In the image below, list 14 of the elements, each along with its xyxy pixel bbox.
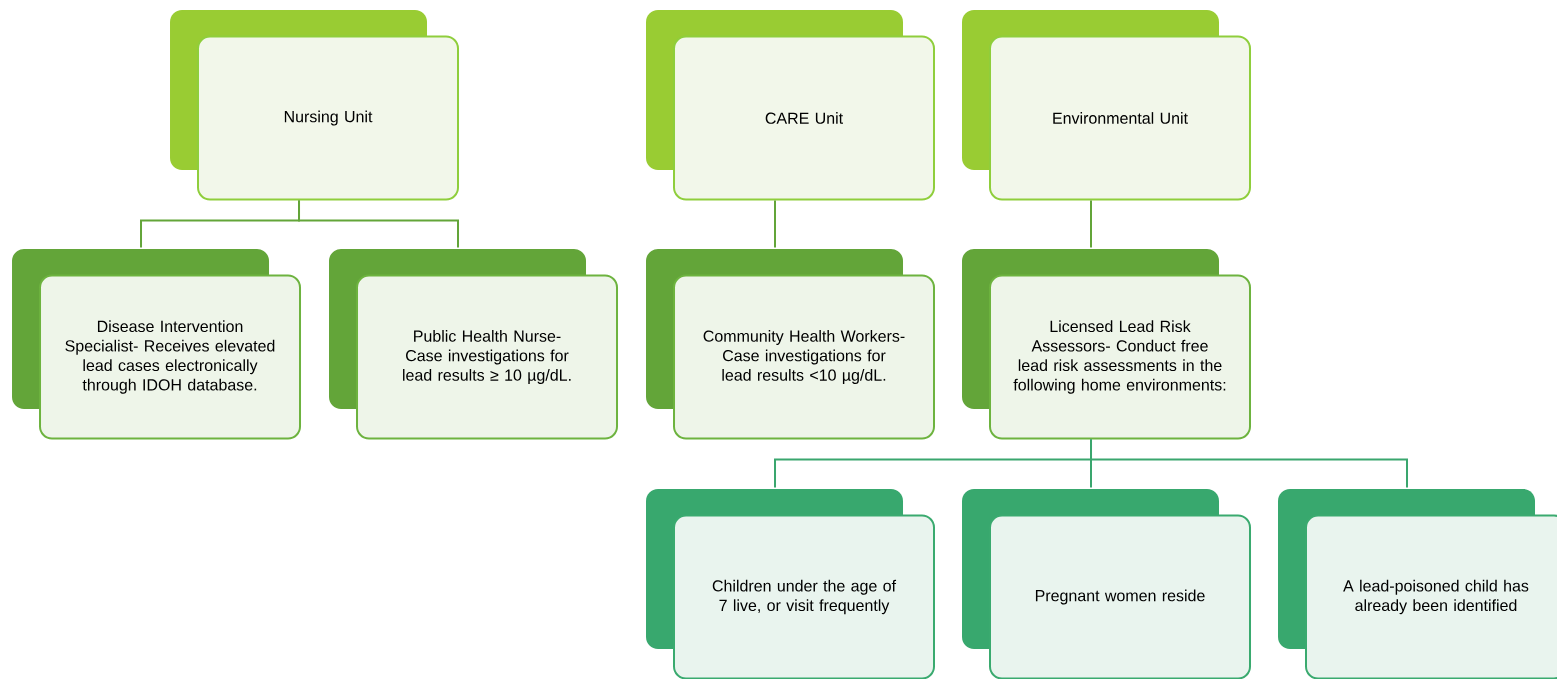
org-box: CARE Unit [646,10,935,201]
org-box: Public Health Nurse- Case investigations for lead results ≥ 10 µg/dL. [329,249,618,440]
connector-line [1090,438,1408,489]
org-box: Environmental Unit [962,10,1251,201]
connector-line [774,199,776,249]
org-box: Licensed Lead Risk Assessors- Conduct free lead risk assessments in the following home environments: [962,249,1251,440]
org-box: A lead-poisoned child has already been identified [1278,489,1557,679]
org-box: Disease Intervention Specialist- Receives elevated lead cases electronically through IDOH database. [12,249,301,440]
org-box: Pregnant women reside [962,489,1251,679]
connector-line [1090,199,1092,249]
org-box: Nursing Unit [170,10,459,201]
org-box: Children under the age of 7 live, or visit frequently [646,489,935,679]
org-box: Community Health Workers- Case investigations for lead results <10 µg/dL. [646,249,935,440]
connector-line [298,199,459,249]
